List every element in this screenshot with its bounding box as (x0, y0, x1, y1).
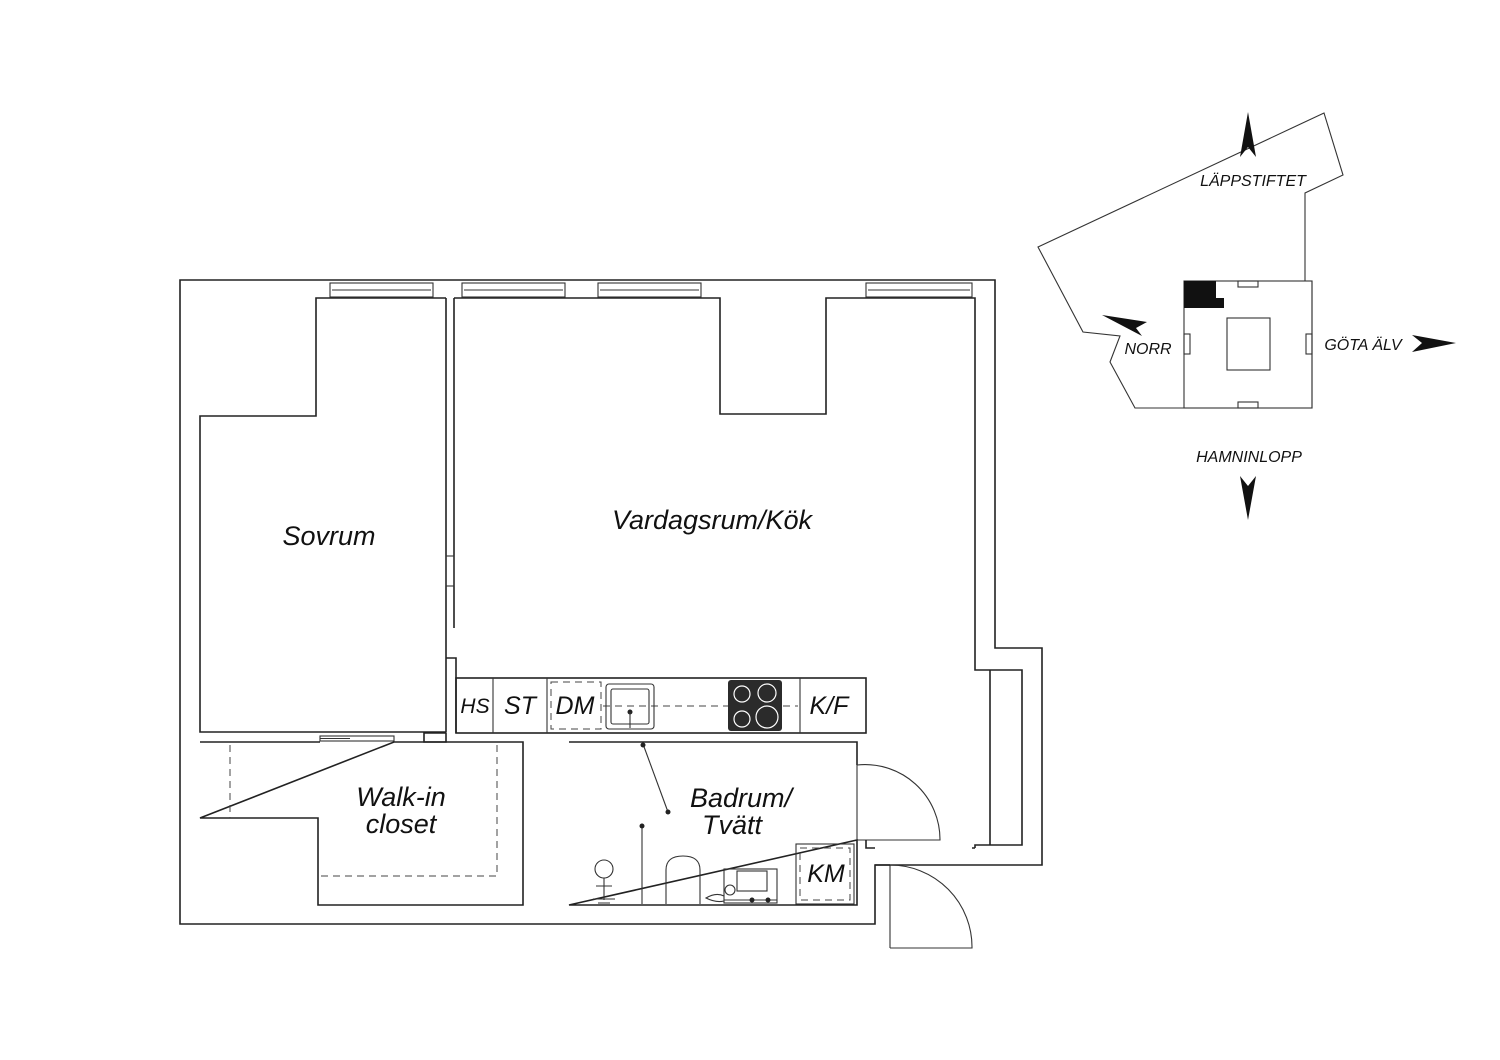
arrow-east-icon (1412, 335, 1456, 352)
label-hamninlopp: HAMNINLOPP (1196, 449, 1302, 466)
arrow-west-icon (1102, 315, 1147, 336)
stove (728, 680, 782, 731)
outer-wall (179, 279, 1043, 925)
washing-machine (795, 843, 855, 905)
street-lappstiftet: LÄPPSTIFTET (1200, 172, 1307, 190)
arrow-south-icon (1240, 476, 1256, 520)
site-plan: LÄPPSTIFTET NORR GÖTA ÄLV HAMNINLOPP (1037, 112, 1456, 520)
shower-fixture (593, 859, 615, 904)
site-outline (1037, 112, 1344, 409)
kitchen-counter: HS ST DM K/F (455, 677, 867, 734)
shower-screen (642, 743, 669, 813)
bathroom-door (856, 764, 941, 841)
wall-stub-2 (423, 732, 447, 743)
km-label: KM (807, 860, 845, 888)
badrum-label-line2: Tvätt (702, 810, 764, 840)
toilet (665, 855, 701, 904)
bathroom-wall (568, 741, 858, 906)
dm-label: DM (556, 692, 595, 720)
living-room-inner-wall (454, 297, 1023, 848)
washbasin (704, 868, 778, 904)
apartment-marker (1184, 281, 1224, 308)
courtyard (1226, 317, 1271, 371)
apartment-floor-plan: HS ST DM K/F (179, 279, 1043, 949)
kitchen-wall-stub (446, 657, 457, 733)
kitchen-sink (605, 683, 655, 730)
walkin-label-line1: Walk-in (356, 782, 446, 812)
sliding-door-bedroom (445, 555, 455, 587)
windows (329, 282, 973, 298)
arrow-north-icon (1240, 112, 1256, 157)
entrance-door (889, 864, 973, 949)
label-gota-alv: GÖTA ÄLV (1324, 336, 1403, 354)
dishwasher-outline (550, 681, 602, 730)
label-norr: NORR (1124, 341, 1172, 358)
hs-label: HS (460, 695, 489, 718)
walkin-closet-wall (199, 741, 524, 906)
sovrum-label: Sovrum (282, 521, 375, 551)
st-label: ST (504, 692, 538, 720)
walkin-label-line2: closet (366, 809, 438, 839)
badrum-label-line1: Badrum/ (690, 783, 795, 813)
vardagsrum-label: Vardagsrum/Kök (612, 505, 814, 535)
kf-label: K/F (810, 692, 851, 720)
bedroom-inner-wall (199, 297, 446, 733)
